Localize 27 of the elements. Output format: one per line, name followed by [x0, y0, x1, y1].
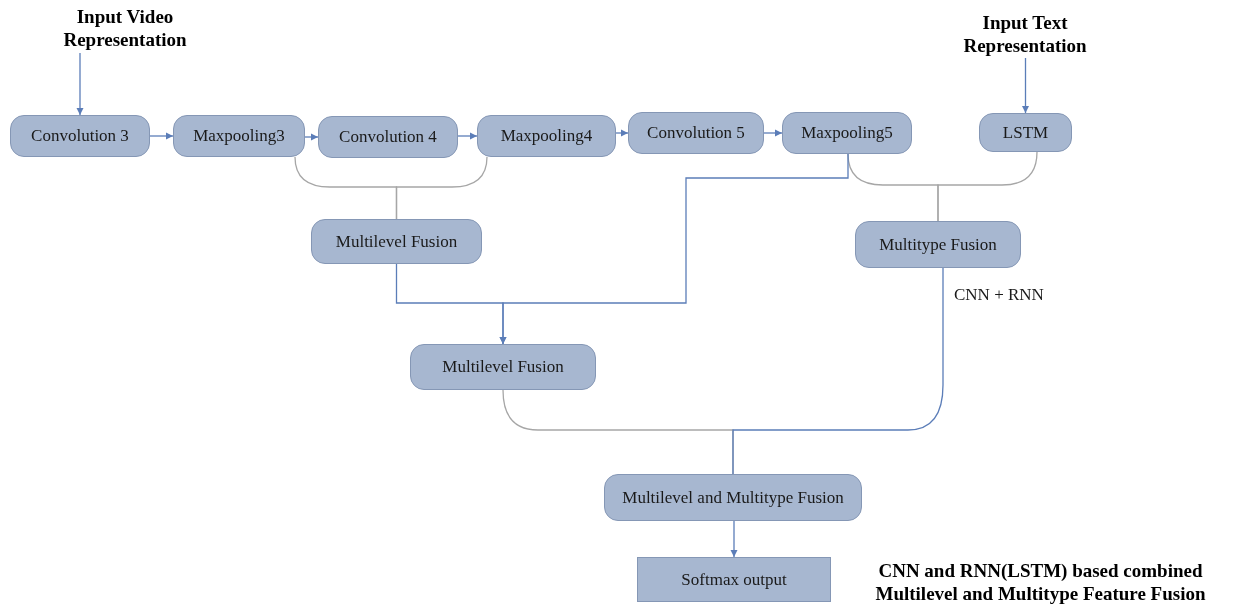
process-box: Multilevel Fusion [311, 219, 482, 264]
input-label: Input Text Representation [950, 12, 1100, 58]
process-box: Multilevel and Multitype Fusion [604, 474, 862, 521]
arrow [149, 132, 174, 140]
process-box: Multitype Fusion [855, 221, 1021, 268]
process-box: Maxpooling3 [173, 115, 305, 157]
arrow [457, 132, 478, 140]
process-box: Convolution 4 [318, 116, 458, 158]
arrow [730, 520, 738, 558]
process-box: LSTM [979, 113, 1072, 152]
process-box: Multilevel Fusion [410, 344, 596, 390]
arrow [1022, 57, 1029, 114]
process-box: Maxpooling5 [782, 112, 912, 154]
arrow [304, 133, 319, 141]
process-box: Convolution 3 [10, 115, 150, 157]
arrow [763, 129, 783, 137]
connector-line [732, 267, 944, 475]
arrow [76, 52, 84, 116]
arrow [615, 129, 629, 137]
connector-line [395, 156, 488, 220]
output-box: Softmax output [637, 557, 831, 602]
caption: CNN and RNN(LSTM) based combined Multilevel and Multitype Feature Fusion [874, 560, 1207, 606]
input-label: Input Video Representation [55, 5, 195, 53]
connector-line [937, 151, 1038, 222]
process-box: Maxpooling4 [477, 115, 616, 157]
arrow [499, 153, 849, 345]
process-box: Convolution 5 [628, 112, 764, 154]
